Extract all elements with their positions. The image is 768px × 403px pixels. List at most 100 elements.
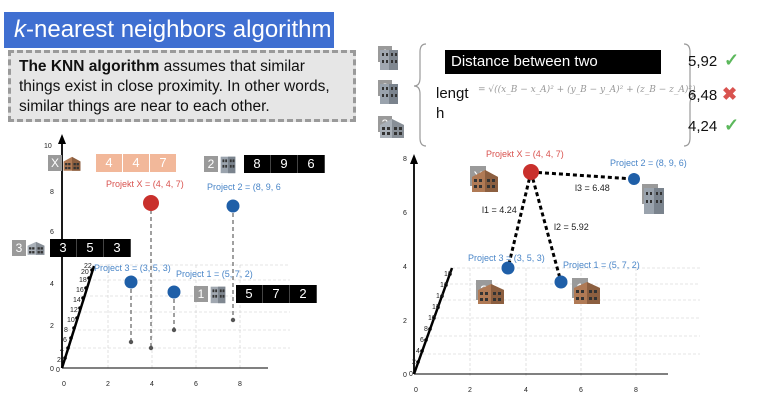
right-z-tick: 8 (424, 326, 428, 333)
chip-value: 9 (271, 155, 298, 173)
left-point-2 (226, 199, 240, 213)
right-dist-l1: l1 = 4.24 (482, 205, 517, 215)
left-z-tick: 20 (81, 269, 89, 276)
left-label-2: Project 2 = (8, 9, 6 (207, 182, 281, 192)
right-y-tick: 8 (403, 156, 407, 163)
right-point-2 (628, 173, 640, 185)
building-icon (574, 282, 600, 304)
building-icon (380, 50, 398, 70)
right-y-tick: 2 (403, 318, 407, 325)
right-x-tick: 8 (634, 387, 638, 394)
left-grid (63, 264, 290, 370)
right-z-tick: 10 (428, 315, 436, 322)
right-x-tick: 6 (579, 387, 583, 394)
definition-text: assumes that similar things exist in clo… (19, 58, 330, 115)
right-x-tick: 4 (524, 387, 528, 394)
result-value-2: 6,48 (688, 87, 718, 104)
left-label-1: Project 1 = (5, 7, 2) (176, 269, 253, 279)
right-point-x (523, 164, 539, 180)
building-icon (27, 241, 45, 255)
left-z-tick: 18 (79, 277, 87, 284)
building-icon (380, 119, 404, 138)
building-icon (644, 188, 664, 214)
left-y-tick: 8 (50, 189, 54, 196)
left-x-tick: 0 (62, 381, 66, 388)
right-label-3: Project 3 = (3, 5, 3) (468, 253, 545, 263)
chip-value: 6 (298, 155, 325, 173)
right-z-axis (412, 267, 454, 375)
right-z-tick: 14 (436, 293, 444, 300)
right-point-1 (554, 275, 568, 289)
right-distance-lines (506, 170, 635, 283)
building-icon (380, 84, 398, 104)
left-z-tick: 0 (56, 367, 60, 374)
right-z-dots (416, 272, 452, 364)
right-z-tick: 6 (420, 337, 424, 344)
right-y-tick: 6 (403, 210, 407, 217)
right-x-tick: 0 (414, 387, 418, 394)
distance-title-box: Distance between two (445, 50, 661, 74)
left-z-tick: 14 (73, 297, 81, 304)
check-icon: ✓ (724, 115, 740, 135)
chip-project-3: 3 3 5 3 (12, 237, 131, 259)
result-value-1: 5,92 (688, 53, 718, 70)
left-label-x: Projekt X = (4, 4, 7) (106, 179, 184, 189)
chip-value: 5 (77, 239, 104, 257)
building-icon (478, 284, 504, 304)
definition-box: The KNN algorithm assumes that similar t… (8, 50, 356, 122)
chip-value: 4 (123, 154, 150, 172)
right-z-tick: 4 (416, 348, 420, 355)
right-z-tick: 12 (432, 304, 440, 311)
title-k: k (14, 16, 26, 43)
panel-project-1: 1 (378, 46, 398, 70)
right-y-arrow (410, 154, 418, 164)
building-icon (472, 170, 498, 192)
right-y-tick: 4 (403, 264, 407, 271)
left-y-tick: 0 (50, 366, 54, 373)
left-point-3 (124, 275, 138, 289)
left-point-1 (167, 285, 181, 299)
right-z-tick: 18 (444, 271, 452, 278)
right-label-1: Project 1 = (5, 7, 2) (563, 260, 640, 270)
right-label-x: Projekt X = (4, 4, 7) (486, 149, 564, 159)
left-z-tick: 8 (64, 327, 68, 334)
right-x-tick: 2 (468, 387, 472, 394)
building-icon (63, 156, 81, 171)
definition-bold: The KNN algorithm (19, 58, 160, 75)
distance-formula: = √((x_B − x_A)² + (y_B − y_A)² + (z_B −… (478, 85, 696, 95)
chip-project-x: X 4 4 7 (48, 152, 177, 174)
right-dist-l3: l3 = 6.48 (575, 183, 610, 193)
left-x-tick: 4 (150, 381, 154, 388)
left-point-x (143, 195, 159, 211)
chip-value: 8 (244, 155, 271, 173)
chip-value: 7 (263, 285, 290, 303)
left-z-tick: 12 (70, 307, 78, 314)
left-z-tick: 2 (57, 357, 61, 364)
cross-icon: ✖ (722, 84, 738, 104)
right-badge-2: 2 (642, 184, 664, 214)
right-grid (418, 267, 700, 376)
right-badge-3: 3 (476, 280, 504, 304)
check-icon: ✓ (724, 50, 740, 70)
chip-value: 4 (96, 154, 123, 172)
left-x-tick: 2 (106, 381, 110, 388)
panel-project-3: 3 (378, 116, 404, 138)
left-y-tick: 6 (50, 229, 54, 236)
chip-value: 7 (150, 154, 177, 172)
right-z-tick: 2 (412, 359, 416, 366)
left-z-tick: 16 (76, 287, 84, 294)
chip-badge: 2 (204, 156, 218, 172)
right-z-tick: 16 (440, 282, 448, 289)
right-x-ticks: 0 2 4 6 8 (414, 387, 638, 394)
left-y-tick: 2 (50, 323, 54, 330)
left-z-tick: 22 (84, 263, 92, 270)
left-y-tick: 10 (44, 143, 52, 150)
chip-value: 5 (236, 285, 263, 303)
panel-project-2: 2 (378, 80, 398, 104)
building-icon (210, 286, 226, 304)
chip-project-1: 1 5 7 2 (194, 283, 317, 305)
left-z-tick: 10 (67, 317, 75, 324)
right-badge-1: 1 (572, 278, 600, 304)
right-z-tick: 0 (409, 371, 413, 378)
left-brace (413, 43, 427, 147)
